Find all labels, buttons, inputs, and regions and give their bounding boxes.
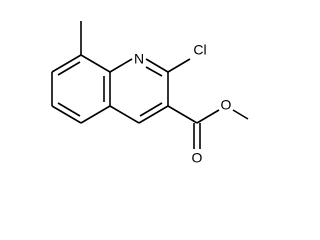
bond-c5-c6 (51, 105, 82, 124)
bond-c4a-c5 (80, 105, 111, 124)
bond-c8-c8a (80, 54, 111, 73)
benzo-ring (51, 54, 111, 124)
chemical-structure: N Cl O O (51, 21, 249, 166)
pyridine-ring (109, 58, 169, 124)
double-bond-c5-c6-inner (57, 102, 81, 117)
double-bond-n1-c2-inner (145, 66, 163, 77)
methyl-ester-group (167, 105, 249, 149)
double-bond-c7-c8-inner (57, 61, 81, 76)
atom-label-ether-oxygen: O (221, 97, 232, 113)
bond-c4-c4a (109, 105, 140, 124)
atom-label-nitrogen: N (134, 51, 144, 67)
bond-c3-c4 (138, 105, 169, 124)
bond-c3-carbonyl (167, 105, 198, 124)
bond-c2-cl (167, 58, 191, 73)
atom-label-carbonyl-oxygen: O (192, 150, 203, 166)
bond-ether-o-methyl (232, 109, 249, 120)
double-bond-c3-c4-inner (139, 102, 163, 117)
bond-c8a-n1 (109, 58, 133, 73)
bond-c7-c8 (51, 54, 82, 73)
atom-label-chlorine: Cl (193, 42, 206, 58)
bond-carbonyl-ether-o (196, 109, 220, 124)
bond-n1-c2 (145, 58, 169, 73)
